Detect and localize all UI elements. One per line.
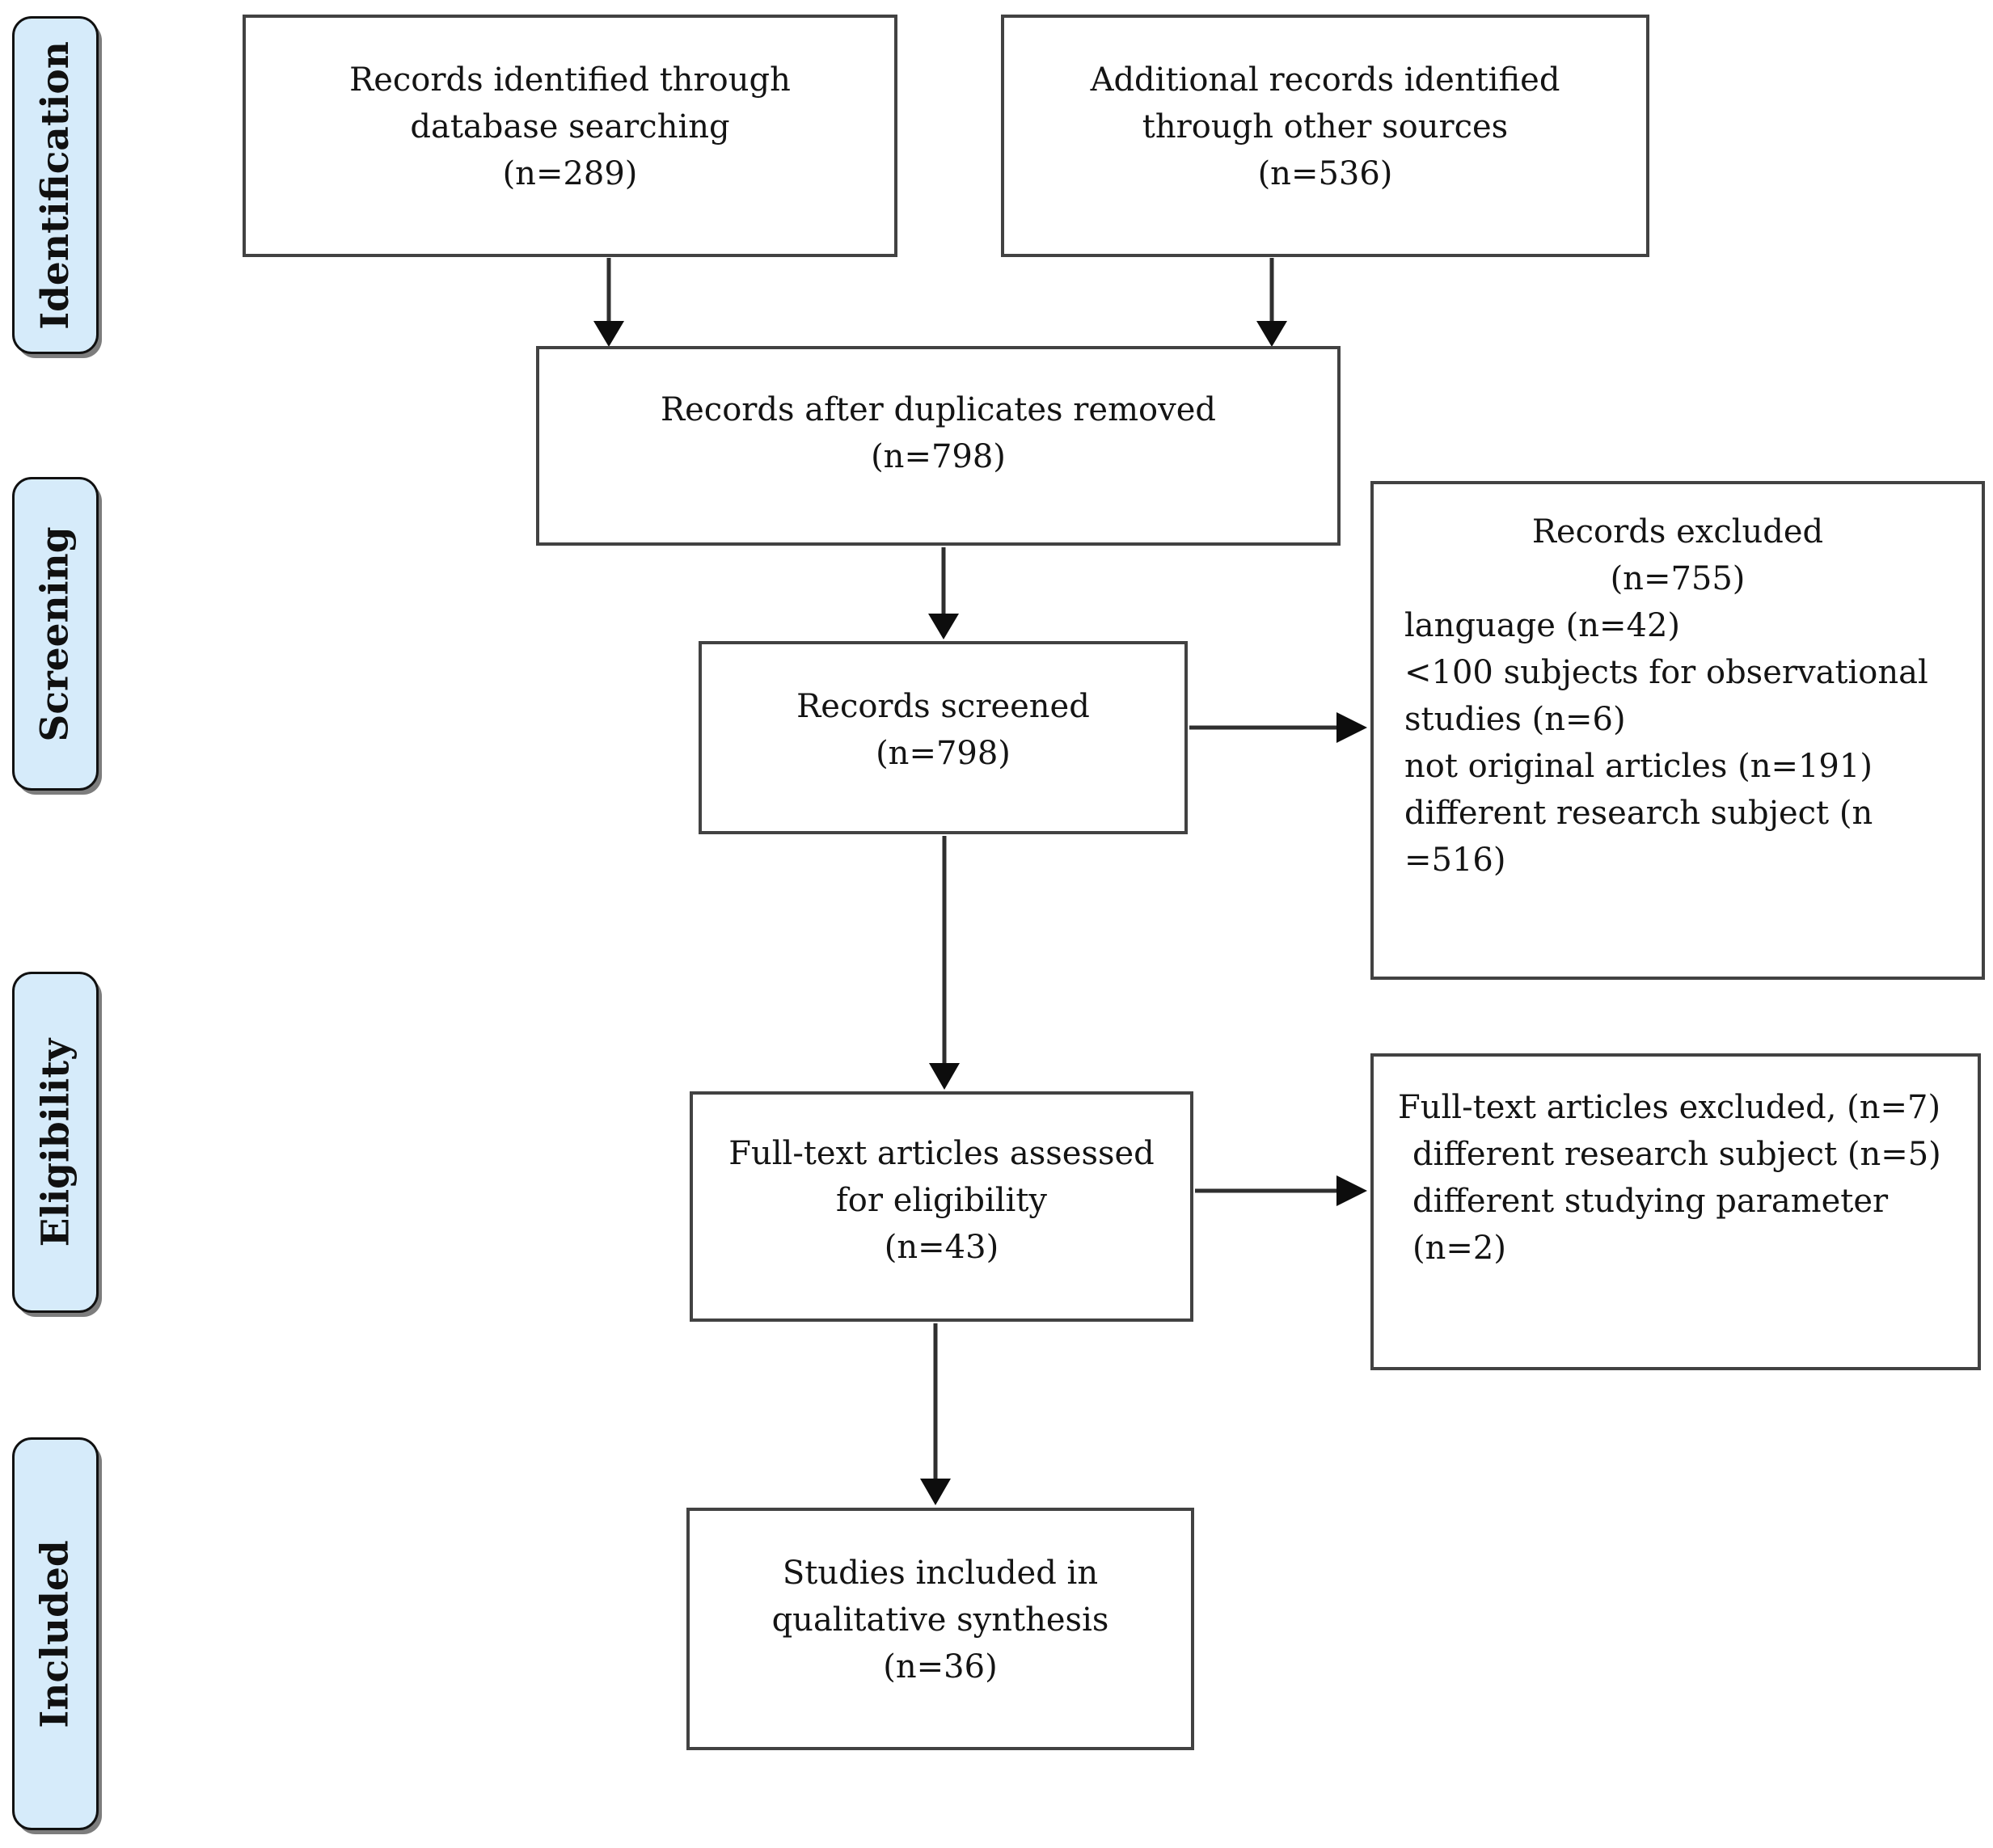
stage-screening: Screening [12,477,99,791]
box-records-identified: Records identified through database sear… [243,15,897,257]
box-records-screened-text: Records screened (n=798) [796,688,1090,772]
box-studies-included: Studies included in qualitative synthesi… [686,1508,1194,1750]
excluded-reason-different-subject: different research subject (n =516) [1404,795,1873,879]
box-records-excluded-title: Records excluded [1531,513,1824,551]
arrow-identified-to-duplicates [593,258,624,347]
box-fulltext-excluded: Full-text articles excluded, (n=7) diffe… [1370,1053,1981,1370]
fulltext-excluded-reason-subject: different research subject (n=5) [1412,1136,1941,1173]
arrow-fulltext-to-included [920,1323,951,1505]
box-fulltext-assessed-text: Full-text articles assessed for eligibil… [728,1135,1155,1266]
box-duplicates-removed: Records after duplicates removed (n=798) [536,346,1341,546]
stage-identification-label: Identification [33,40,78,330]
box-fulltext-assessed: Full-text articles assessed for eligibil… [690,1091,1193,1322]
excluded-reason-subjects: <100 subjects for observational studies … [1404,654,1928,738]
stage-included-label: Included [33,1539,78,1728]
arrow-fulltext-to-fulltext-excluded [1195,1175,1367,1206]
box-fulltext-excluded-title: Full-text articles excluded, (n=7) [1398,1089,1941,1126]
stage-identification: Identification [12,16,99,354]
excluded-reason-not-original: not original articles (n=191) [1404,748,1873,785]
arrow-screened-to-fulltext [929,836,960,1090]
fulltext-excluded-reason-parameter: different studying parameter (n=2) [1412,1183,1889,1267]
stage-eligibility: Eligibility [12,972,99,1313]
box-records-screened: Records screened (n=798) [699,641,1188,834]
stage-included: Included [12,1437,99,1830]
box-records-excluded: Records excluded (n=755) language (n=42)… [1370,481,1985,980]
arrow-duplicates-to-screened [928,547,959,639]
excluded-reason-language: language (n=42) [1404,607,1680,644]
stage-screening-label: Screening [33,525,78,742]
arrow-screened-to-records-excluded [1189,712,1367,743]
stage-eligibility-label: Eligibility [33,1038,78,1247]
box-records-identified-text: Records identified through database sear… [349,61,791,192]
box-records-excluded-count: (n=755) [1610,560,1746,597]
box-additional-records-text: Additional records identified through ot… [1090,61,1560,192]
arrow-additional-to-duplicates [1256,258,1287,347]
box-duplicates-removed-text: Records after duplicates removed (n=798) [661,391,1216,475]
box-studies-included-text: Studies included in qualitative synthesi… [771,1555,1109,1686]
box-additional-records: Additional records identified through ot… [1001,15,1649,257]
